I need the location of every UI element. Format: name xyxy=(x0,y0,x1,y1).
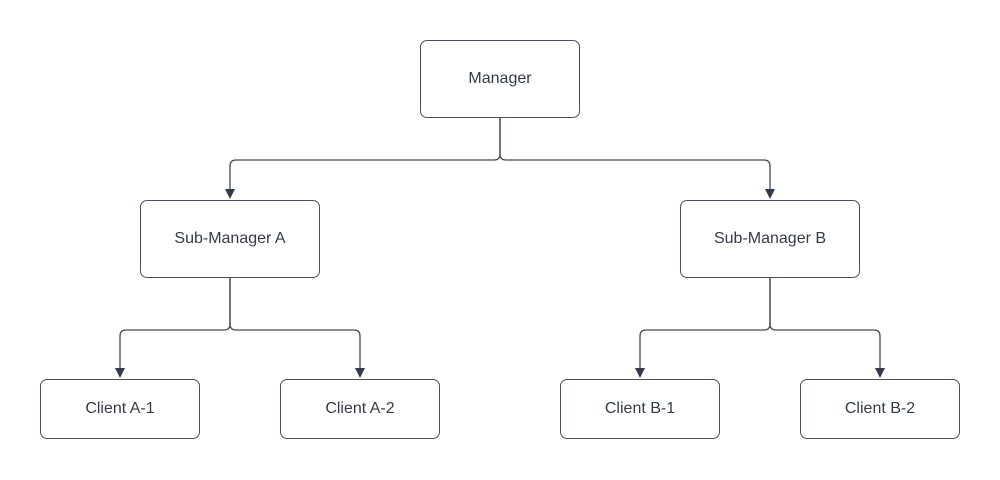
connector-sub-manager-a-client-a2 xyxy=(229,278,361,368)
node-client-a2: Client A-2 xyxy=(280,379,440,439)
node-client-a1: Client A-1 xyxy=(40,379,200,439)
node-client-a2-label: Client A-2 xyxy=(325,400,395,418)
arrowhead-client-a1 xyxy=(115,368,125,378)
connector-sub-manager-b-client-b1 xyxy=(639,278,771,368)
arrowhead-client-b1 xyxy=(635,368,645,378)
connector-manager-sub-manager-b xyxy=(499,118,771,189)
arrowhead-sub-manager-b xyxy=(765,189,775,199)
node-client-a1-label: Client A-1 xyxy=(85,400,155,418)
node-sub-manager-b: Sub-Manager B xyxy=(680,200,860,278)
arrowhead-sub-manager-a xyxy=(225,189,235,199)
node-sub-manager-a: Sub-Manager A xyxy=(140,200,320,278)
node-client-b2: Client B-2 xyxy=(800,379,960,439)
node-client-b1-label: Client B-1 xyxy=(604,400,676,418)
node-sub-manager-a-label: Sub-Manager A xyxy=(174,230,286,248)
node-client-b2-label: Client B-2 xyxy=(844,400,916,418)
node-client-b1: Client B-1 xyxy=(560,379,720,439)
node-manager-label: Manager xyxy=(468,70,532,88)
connector-manager-sub-manager-a xyxy=(229,118,501,189)
node-sub-manager-b-label: Sub-Manager B xyxy=(713,230,827,248)
connector-sub-manager-a-client-a1 xyxy=(119,278,231,368)
arrowhead-client-b2 xyxy=(875,368,885,378)
arrowhead-client-a2 xyxy=(355,368,365,378)
node-manager: Manager xyxy=(420,40,580,118)
connector-sub-manager-b-client-b2 xyxy=(769,278,881,368)
